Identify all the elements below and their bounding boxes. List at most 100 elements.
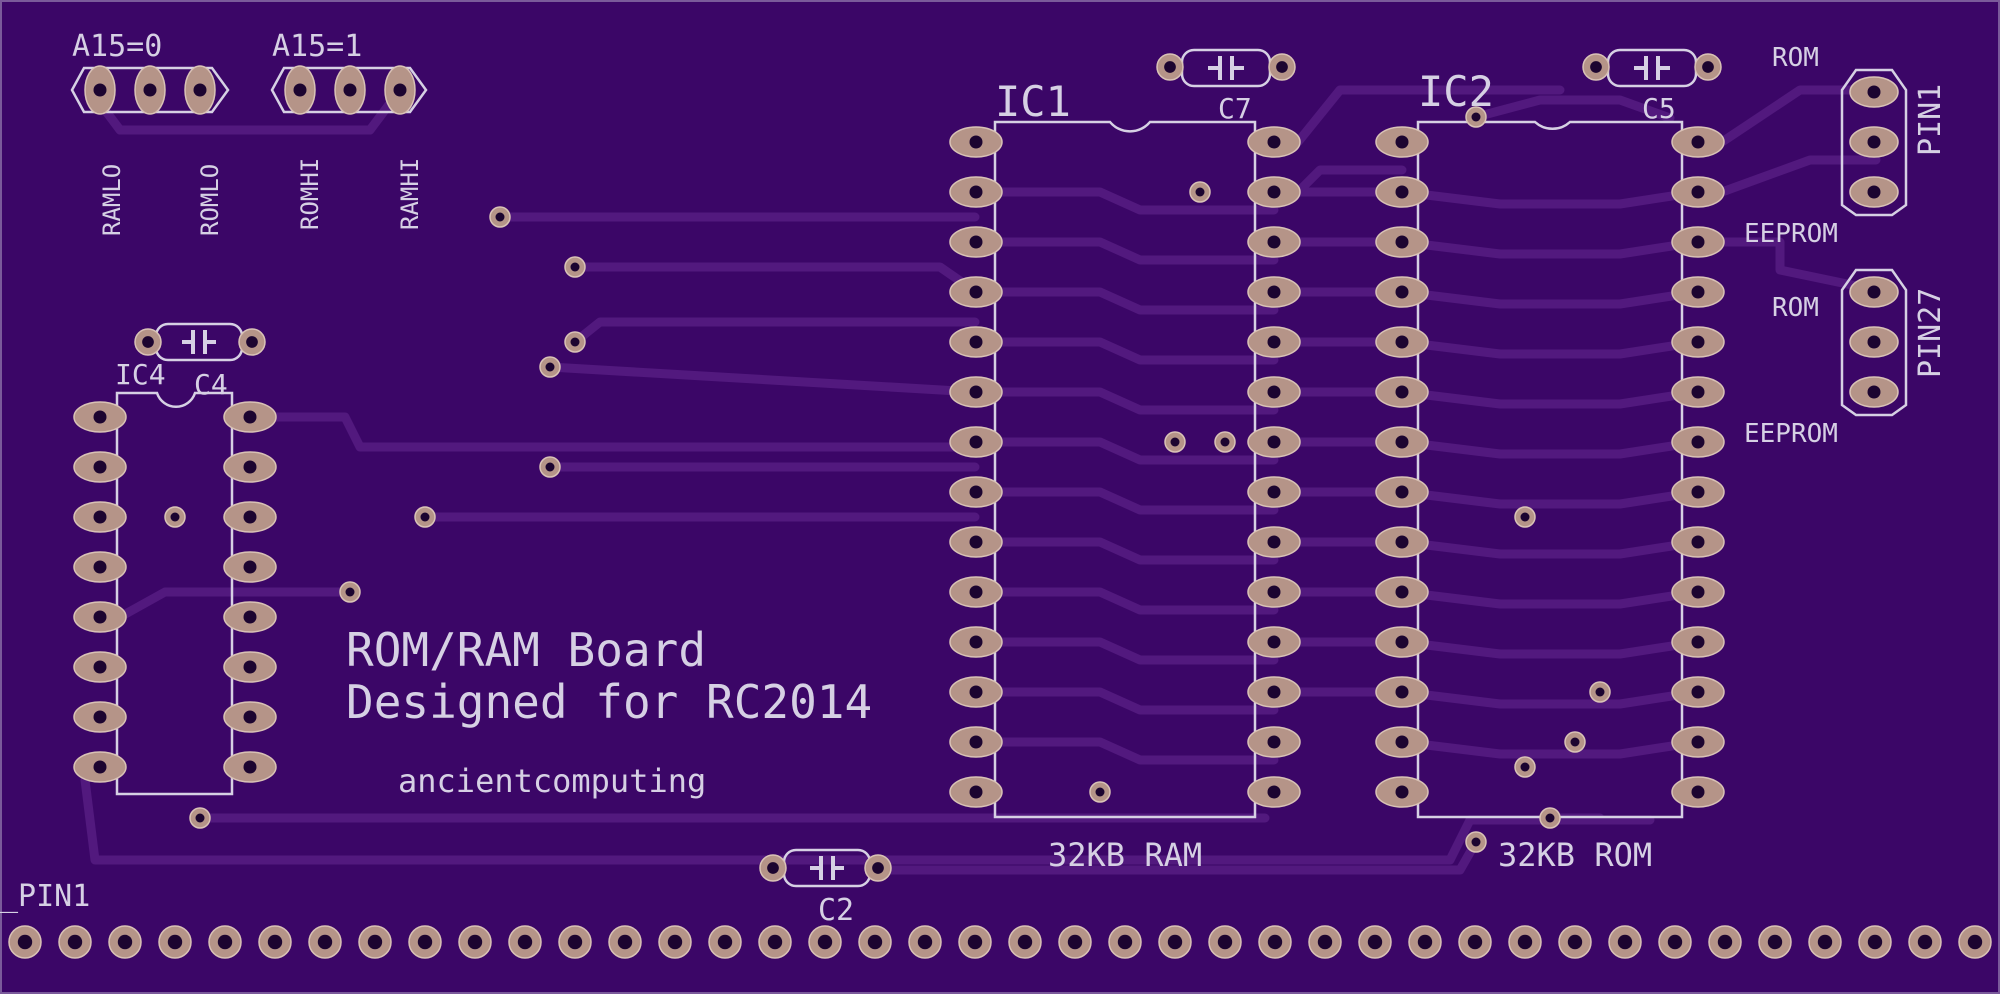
via [1589, 681, 1611, 703]
a15-1-jumper-pad [284, 65, 316, 115]
via [1189, 181, 1211, 203]
trace [971, 637, 1279, 665]
trace [1397, 337, 1703, 359]
ic1-pad [949, 776, 1003, 808]
capacitor-pad [759, 854, 787, 882]
header-pad [208, 925, 242, 959]
ic1-pad [1247, 276, 1301, 308]
header-pad [1258, 925, 1292, 959]
header-pad [908, 925, 942, 959]
trace [971, 387, 1279, 415]
pin1-selector-pad [1849, 176, 1899, 208]
ic1-pad [1247, 626, 1301, 658]
trace [545, 362, 980, 397]
ramlo-label: RAMLO [98, 164, 126, 236]
ic2-pad [1375, 526, 1429, 558]
header-pin1-label: _PIN1 [0, 879, 90, 914]
a15-1-jumper-outline [270, 66, 428, 114]
ic4-pad [223, 601, 277, 633]
trace [1397, 287, 1703, 309]
ic1-pad [1247, 176, 1301, 208]
ic1-pad [1247, 426, 1301, 458]
trace [1397, 237, 1703, 259]
silkscreen-text: A15=0 A15=1 RAMLO ROMLO ROMHI RAMHI IC1 … [0, 29, 1948, 928]
header-pad [358, 925, 392, 959]
ic1-pad [949, 426, 1003, 458]
via [539, 356, 561, 378]
pin27-selector-pad [1849, 276, 1899, 308]
ic2-pad [1671, 776, 1725, 808]
trace [1293, 85, 1565, 147]
capacitor-symbols [182, 56, 1670, 880]
ic2-pad [1671, 176, 1725, 208]
pin1-bottom-label: EEPROM [1744, 219, 1838, 249]
ic2-pad [1375, 576, 1429, 608]
ic1-pad [949, 676, 1003, 708]
via [1514, 756, 1536, 778]
board-title-line2: Designed for RC2014 [346, 675, 872, 729]
header-pad [458, 925, 492, 959]
header-pad [8, 925, 42, 959]
trace [115, 587, 355, 622]
a15-0-jumper-pad [184, 65, 216, 115]
ic4-pad [73, 451, 127, 483]
ic4-outline [115, 391, 234, 796]
ic2-pad [1671, 476, 1725, 508]
trace [80, 775, 1655, 865]
ic1-pad [1247, 526, 1301, 558]
via [164, 506, 186, 528]
trace [1397, 737, 1703, 759]
trace [1293, 165, 1407, 197]
trace [971, 587, 1279, 615]
header-pad [758, 925, 792, 959]
trace [971, 487, 1279, 515]
header-pad [1008, 925, 1042, 959]
ic2-pad [1375, 426, 1429, 458]
ic2-pad [1671, 576, 1725, 608]
via [1514, 506, 1536, 528]
c4-ref: C4 [194, 368, 228, 401]
header-pad [108, 925, 142, 959]
ic1-pad [1247, 126, 1301, 158]
header-pad [558, 925, 592, 959]
header-pad [808, 925, 842, 959]
capacitor-pad [1268, 53, 1296, 81]
ic2-pad [1375, 776, 1429, 808]
ic4-pad [223, 501, 277, 533]
via [1164, 431, 1186, 453]
ic1-pad [1247, 226, 1301, 258]
header-pad [1708, 925, 1742, 959]
trace [971, 737, 1279, 765]
trace [1397, 387, 1703, 409]
header-pad [1458, 925, 1492, 959]
ic1-pad [949, 726, 1003, 758]
ic2-pad [1375, 326, 1429, 358]
pin27-bottom-label: EEPROM [1744, 419, 1838, 449]
ic2-pad [1671, 376, 1725, 408]
trace [1397, 637, 1703, 659]
header-pad [608, 925, 642, 959]
via [339, 581, 361, 603]
header-pad [408, 925, 442, 959]
pin1-top-label: ROM [1772, 43, 1819, 73]
header-pad [1958, 925, 1992, 959]
trace [1397, 537, 1703, 559]
ic2-pad [1671, 126, 1725, 158]
ic2-pad [1375, 176, 1429, 208]
ic4-pad [73, 501, 127, 533]
trace [971, 687, 1279, 715]
ic2-pad [1375, 226, 1429, 258]
header-pad [508, 925, 542, 959]
ic2-pad [1671, 226, 1725, 258]
ic1-ref: IC1 [995, 77, 1071, 126]
pin27-selector-pad [1849, 376, 1899, 408]
header-pad [258, 925, 292, 959]
header-pad [1158, 925, 1192, 959]
ic1-pad [949, 176, 1003, 208]
pin1-selector-pad [1849, 126, 1899, 158]
board-title-line1: ROM/RAM Board [346, 623, 706, 677]
ic1-outline [993, 120, 1257, 819]
ic1-pad [949, 476, 1003, 508]
